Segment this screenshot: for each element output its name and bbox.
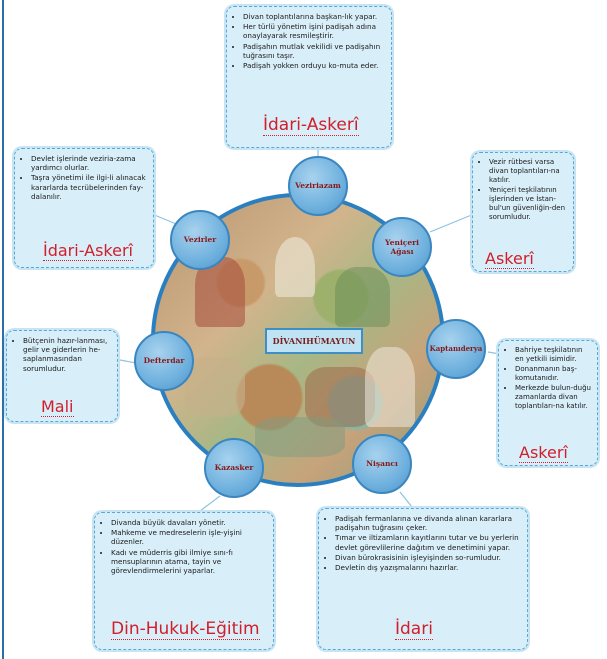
category-label: Mali (41, 397, 74, 417)
category-label: Din-Hukuk-Eğitim (111, 619, 260, 640)
list-item: Vezir rütbesi varsa divan toplantıları-n… (489, 158, 567, 185)
box-defterdar: Bütçenin hazır-lanması, gelir ve giderle… (6, 330, 118, 422)
leader-kazasker (195, 495, 221, 515)
node-defterdar: Defterdar (134, 331, 194, 391)
list-item: Devletin dış yazışmalarını hazırlar. (335, 563, 521, 572)
node-nisanci: Nişancı (352, 434, 412, 494)
list-item: Yeniçeri teşkilatının işlerinden ve İsta… (489, 186, 567, 222)
node-yeniceri-agasi: Yeniçeri Ağası (372, 217, 432, 277)
category-label: Askerî (519, 443, 568, 463)
node-veziriazam: Veziriazam (288, 156, 348, 216)
list-item: Taşra yönetimi ile ilgi-li alınacak kara… (31, 173, 147, 201)
category-label: Askerî (485, 249, 534, 269)
node-kazasker: Kazasker (204, 438, 264, 498)
box-yeniceri-agasi: Vezir rütbesi varsa divan toplantıları-n… (472, 152, 574, 272)
list-item: Divan bürokrasisinin işleyişinden so-rum… (335, 553, 521, 562)
list-item: Kadı ve müderris gibi ilmiye sını-fı men… (111, 548, 267, 576)
node-kaptanideryа: Kaptanıderya (426, 319, 486, 379)
list-item: Padişah fermanlarına ve divanda alınan k… (335, 514, 521, 532)
list-item: Donanmanın baş-komutanıdır. (515, 365, 591, 383)
node-vezirler: Vezirler (170, 210, 230, 270)
left-margin-rule (2, 0, 4, 659)
list-item: Her türlü yönetim işini padişah adına on… (243, 22, 385, 40)
center-label: DİVANIHÜMAYUN (265, 328, 363, 354)
list-item: Bütçenin hazır-lanması, gelir ve giderle… (23, 336, 111, 373)
leader-yeniceri (429, 213, 475, 233)
list-item: Divanda büyük davaları yönetir. (111, 518, 267, 527)
box-kazasker: Divanda büyük davaları yönetir. Mahkeme … (94, 512, 274, 650)
list-item: Padişahın mutlak vekilidi ve padişahın t… (243, 42, 385, 60)
leader-defterdar (119, 359, 137, 364)
category-label: İdari (395, 619, 433, 640)
list-item: Tımar ve iltizamların kayıtlarını tutar … (335, 533, 521, 551)
box-veziriazam: Divan toplantılarına başkan-lık yapar. H… (226, 6, 392, 148)
box-kaptanideryа: Bahriye teşkilatının en yetkili isimidir… (498, 340, 598, 466)
box-vezirler: Devlet işlerinde veziria-zama yardımcı o… (14, 148, 154, 268)
category-label: İdari-Askerî (263, 115, 359, 136)
list-item: Merkezde bulun-duğu zamanlarda divan top… (515, 384, 591, 411)
list-item: Devlet işlerinde veziria-zama yardımcı o… (31, 154, 147, 172)
category-label: İdari-Askerî (43, 241, 133, 261)
list-item: Bahriye teşkilatının en yetkili isimidir… (515, 346, 591, 364)
list-item: Padişah yokken orduyu ko-muta eder. (243, 61, 385, 70)
box-nisanci: Padişah fermanlarına ve divanda alınan k… (318, 508, 528, 650)
list-item: Mahkeme ve medreselerin işle-yişini düze… (111, 528, 267, 546)
list-item: Divan toplantılarına başkan-lık yapar. (243, 12, 385, 21)
